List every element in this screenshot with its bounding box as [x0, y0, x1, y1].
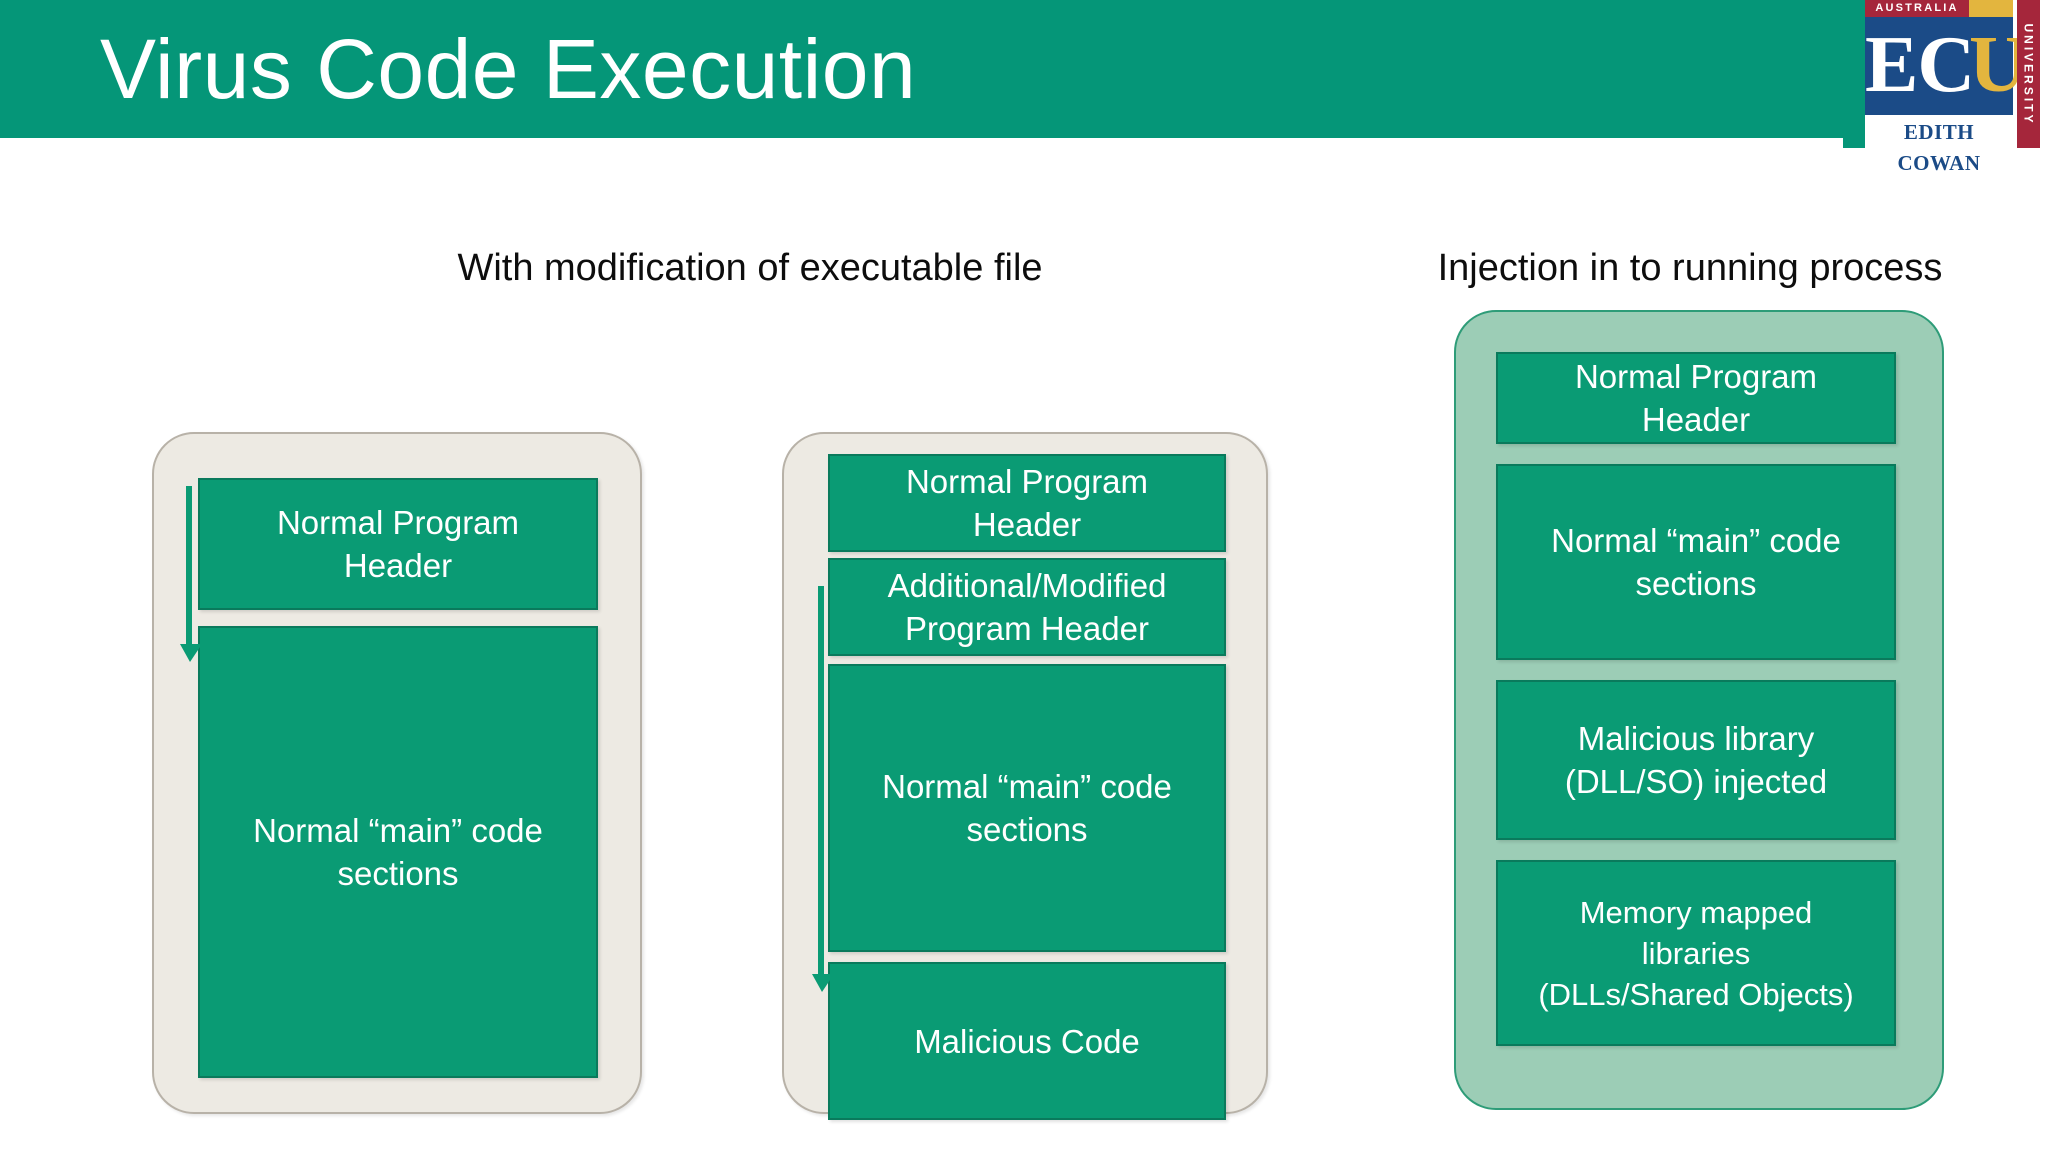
logo-university-bar: UNIVERSITY [2017, 0, 2040, 148]
segment-malicious-library-injected: Malicious library(DLL/SO) injected [1496, 680, 1896, 840]
ecu-logo: AUSTRALIA EC U EDITH COWAN UNIVERSITY [1843, 0, 2048, 175]
logo-australia-label: AUSTRALIA [1865, 0, 1969, 17]
logo-edith-cowan-label: EDITH COWAN [1865, 117, 2013, 175]
connector-arrow-diagram-2 [812, 586, 834, 992]
logo-blue-panel [1865, 17, 2013, 115]
logo-university-label: UNIVERSITY [2021, 23, 2036, 126]
page-title: Virus Code Execution [100, 22, 917, 116]
logo-gold-panel [1969, 0, 2013, 17]
segment-malicious-code: Malicious Code [828, 962, 1226, 1120]
logo-artwork: AUSTRALIA EC U EDITH COWAN UNIVERSITY [1843, 0, 2048, 175]
heading-with-modification: With modification of executable file [457, 247, 1043, 289]
heading-injection: Injection in to running process [1437, 247, 1943, 289]
logo-u-letter: U [1969, 21, 2027, 109]
title-banner: Virus Code Execution [0, 0, 2048, 138]
logo-ec-letters: EC [1865, 21, 1975, 109]
logo-green-bar [1843, 0, 1865, 148]
connector-arrow-diagram-1 [180, 486, 202, 662]
